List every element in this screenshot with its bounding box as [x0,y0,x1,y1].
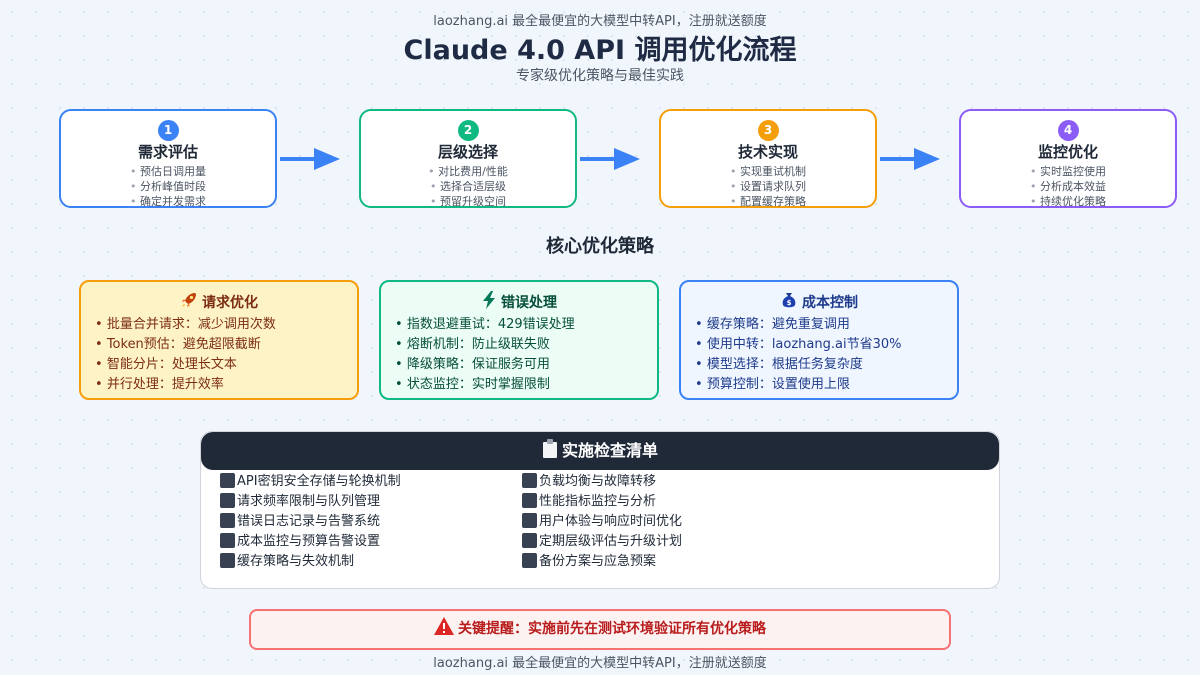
strategy-card-cost: $ 成本控制 缓存策略：避免重复调用 使用中转：laozhang.ai节省30%… [679,280,959,400]
checklist-item[interactable]: 错误日志记录与告警系统 [220,512,401,532]
checkbox-icon[interactable] [522,473,537,488]
step-number-badge: 1 [157,120,179,141]
strategy-item: 缓存策略：避免重复调用 [695,315,957,335]
warning-text: 关键提醒：实施前先在测试环境验证所有优化策略 [458,621,766,637]
page-title: Claude 4.0 API 调用优化流程 [403,35,797,66]
checkbox-icon[interactable] [522,513,537,528]
checkbox-icon[interactable] [220,553,235,568]
step-box-2: 2 层级选择 对比费用/性能 选择合适层级 预留升级空间 [359,109,577,208]
step-title: 技术实现 [737,143,798,161]
checklist-item[interactable]: 负载均衡与故障转移 [522,472,682,492]
step-number-badge: 2 [457,120,479,141]
arrow-right-icon [280,148,340,170]
arrow-right-icon [880,148,940,170]
checklist-right-column: 负载均衡与故障转移 性能指标监控与分析 用户体验与响应时间优化 定期层级评估与升… [522,472,682,572]
checklist-header: 实施检查清单 [201,432,999,470]
checklist-item[interactable]: 用户体验与响应时间优化 [522,512,682,532]
step-number-badge: 3 [757,120,779,141]
step-item: 设置请求队列 [661,179,875,194]
step-item: 分析成本效益 [961,179,1175,194]
top-tagline: laozhang.ai 最全最便宜的大模型中转API，注册就送额度 [433,14,767,29]
strategy-card-error: 错误处理 指数退避重试：429错误处理 熔断机制：防止级联失败 降级策略：保证服… [379,280,659,400]
clipboard-icon [542,439,557,458]
key-reminder-banner: 关键提醒：实施前先在测试环境验证所有优化策略 [249,609,951,650]
step-title: 需求评估 [137,143,198,161]
step-item: 确定并发需求 [61,194,275,209]
strategy-card-request: 请求优化 批量合并请求：减少调用次数 Token预估：避免超限截断 智能分片：处… [79,280,359,400]
checklist-item[interactable]: 备份方案与应急预案 [522,552,682,572]
checkbox-icon[interactable] [220,473,235,488]
strategy-item: 指数退避重试：429错误处理 [395,315,657,335]
strategy-item: 智能分片：处理长文本 [95,355,357,375]
step-title: 层级选择 [437,143,498,161]
step-item: 预估日调用量 [61,164,275,179]
step-title: 监控优化 [1037,143,1098,161]
strategy-item: 使用中转：laozhang.ai节省30% [695,335,957,355]
step-box-4: 4 监控优化 实时监控使用 分析成本效益 持续优化策略 [959,109,1177,208]
step-item: 选择合适层级 [361,179,575,194]
lightning-icon [483,291,495,309]
step-item: 对比费用/性能 [361,164,575,179]
step-number-badge: 4 [1057,120,1079,141]
checklist-title: 实施检查清单 [561,441,658,460]
checklist-item[interactable]: 成本监控与预算告警设置 [220,532,401,552]
core-strategies-title: 核心优化策略 [546,236,654,257]
strategy-item: 预算控制：设置使用上限 [695,375,957,395]
checkbox-icon[interactable] [522,493,537,508]
checklist-item[interactable]: 定期层级评估与升级计划 [522,532,682,552]
checklist-item[interactable]: 请求频率限制与队列管理 [220,492,401,512]
svg-text:$: $ [787,299,792,307]
strategy-title: 请求优化 [202,295,258,311]
strategy-item: Token预估：避免超限截断 [95,335,357,355]
strategy-item: 状态监控：实时掌握限制 [395,375,657,395]
arrow-right-icon [580,148,640,170]
money-bag-icon: $ [782,293,796,308]
checklist-item[interactable]: 缓存策略与失效机制 [220,552,401,572]
checklist-left-column: API密钥安全存储与轮换机制 请求频率限制与队列管理 错误日志记录与告警系统 成… [220,472,401,572]
step-item: 分析峰值时段 [61,179,275,194]
checkbox-icon[interactable] [522,553,537,568]
strategy-item: 降级策略：保证服务可用 [395,355,657,375]
rocket-icon [182,293,196,307]
checkbox-icon[interactable] [220,533,235,548]
page-subtitle: 专家级优化策略与最佳实践 [516,68,684,84]
strategy-title: 错误处理 [501,295,557,311]
bottom-tagline: laozhang.ai 最全最便宜的大模型中转API，注册就送额度 [433,656,767,671]
step-item: 实现重试机制 [661,164,875,179]
checklist-item[interactable]: API密钥安全存储与轮换机制 [220,472,401,492]
step-item: 配置缓存策略 [661,194,875,209]
checkbox-icon[interactable] [220,493,235,508]
step-item: 持续优化策略 [961,194,1175,209]
strategy-item: 熔断机制：防止级联失败 [395,335,657,355]
checklist-item[interactable]: 性能指标监控与分析 [522,492,682,512]
step-box-1: 1 需求评估 预估日调用量 分析峰值时段 确定并发需求 [59,109,277,208]
implementation-checklist: 实施检查清单 API密钥安全存储与轮换机制 请求频率限制与队列管理 错误日志记录… [200,431,1000,589]
step-item: 实时监控使用 [961,164,1175,179]
strategy-title: 成本控制 [802,295,858,311]
strategy-item: 模型选择：根据任务复杂度 [695,355,957,375]
strategy-item: 批量合并请求：减少调用次数 [95,315,357,335]
warning-icon [434,617,454,635]
strategy-item: 并行处理：提升效率 [95,375,357,395]
step-item: 预留升级空间 [361,194,575,209]
checkbox-icon[interactable] [220,513,235,528]
checkbox-icon[interactable] [522,533,537,548]
step-box-3: 3 技术实现 实现重试机制 设置请求队列 配置缓存策略 [659,109,877,208]
